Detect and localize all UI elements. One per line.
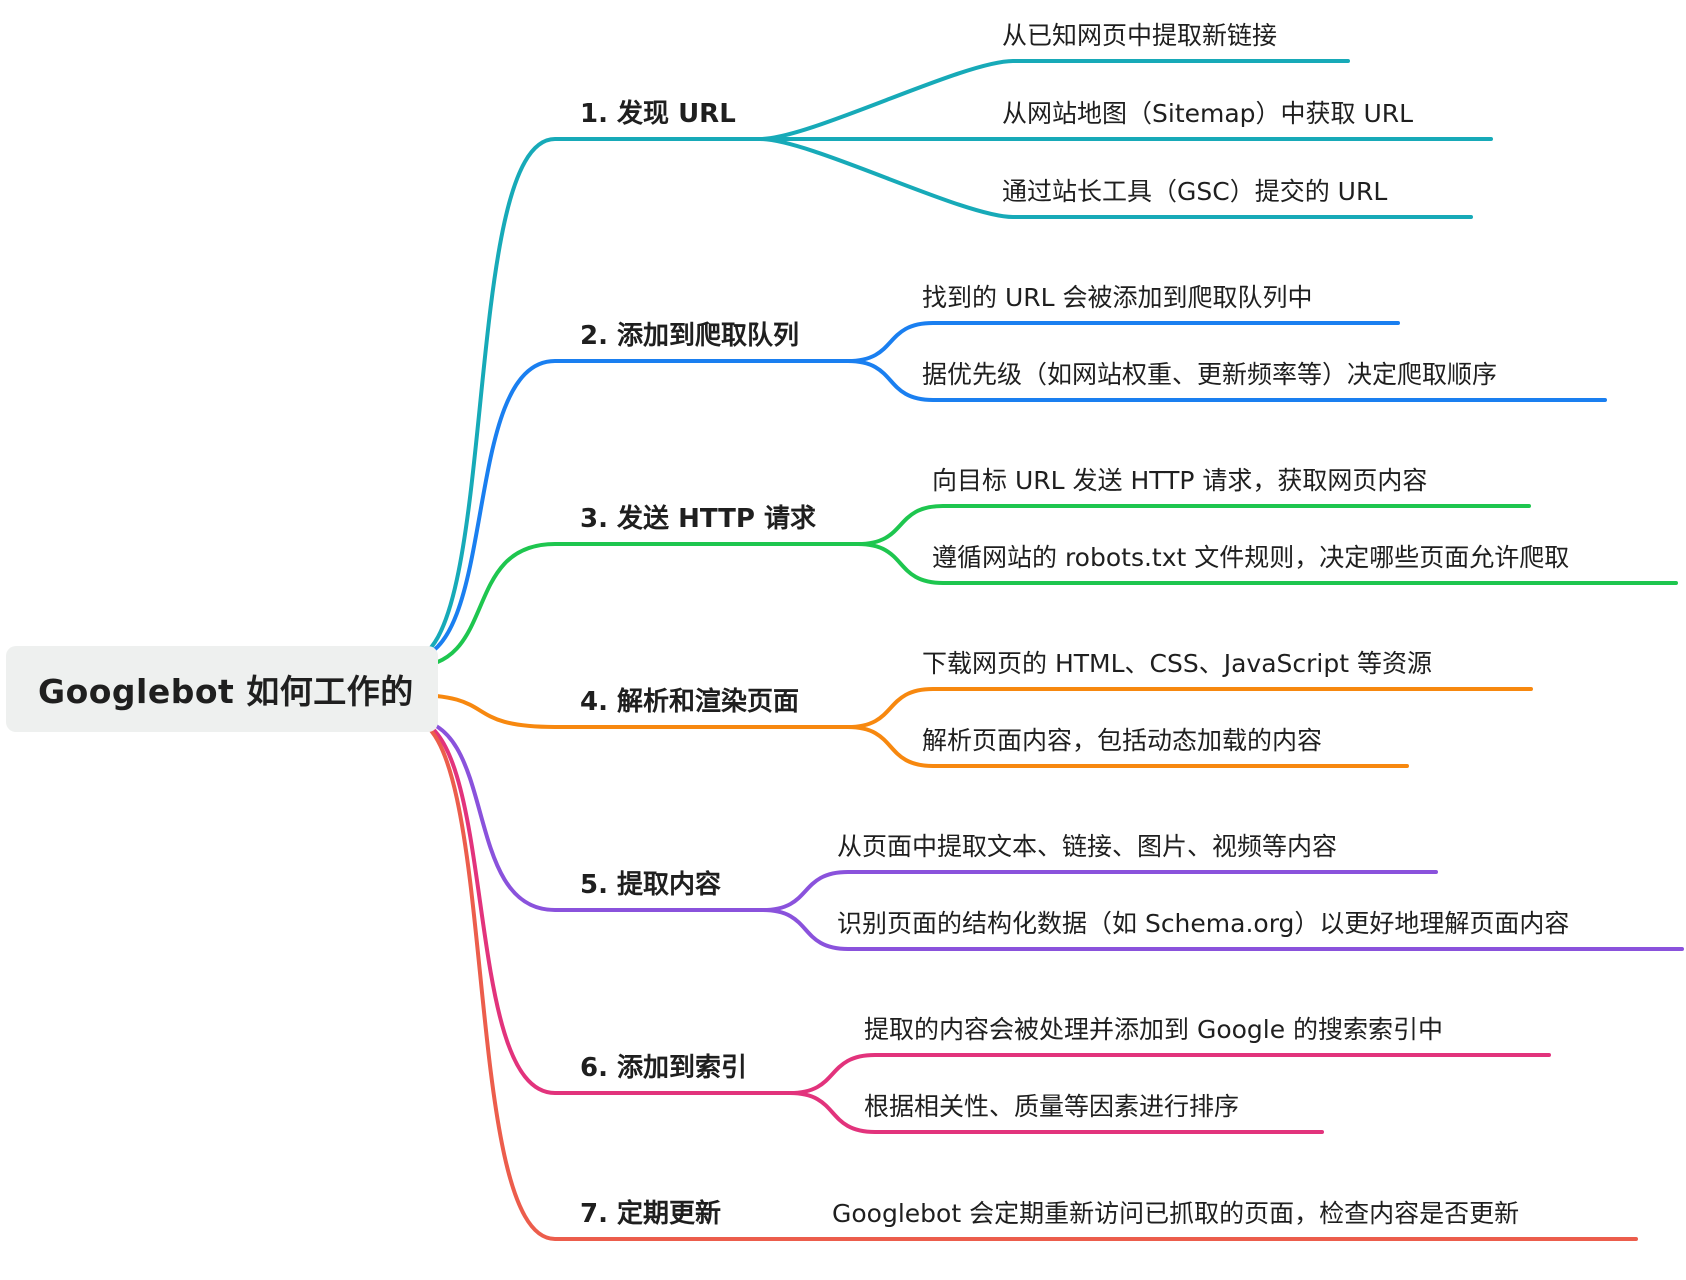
leaf-label-1-3[interactable]: 通过站长工具（GSC）提交的 URL bbox=[1002, 177, 1388, 206]
branch-label-3[interactable]: 3. 发送 HTTP 请求 bbox=[580, 504, 817, 534]
leaf-label-2-2[interactable]: 据优先级（如网站权重、更新频率等）决定爬取顺序 bbox=[922, 360, 1498, 389]
leaf-label-2-1[interactable]: 找到的 URL 会被添加到爬取队列中 bbox=[922, 283, 1313, 312]
leaf-label-3-1[interactable]: 向目标 URL 发送 HTTP 请求，获取网页内容 bbox=[932, 466, 1428, 495]
branch-label-4[interactable]: 4. 解析和渲染页面 bbox=[580, 687, 800, 717]
branch-label-6[interactable]: 6. 添加到索引 bbox=[580, 1053, 748, 1083]
leaf-label-5-2[interactable]: 识别页面的结构化数据（如 Schema.org）以更好地理解页面内容 bbox=[837, 909, 1570, 938]
connector-branch-1-leaf-3 bbox=[758, 137, 1473, 219]
connector-root-branch-7 bbox=[408, 717, 850, 1241]
branch-label-1[interactable]: 1. 发现 URL bbox=[580, 99, 736, 129]
connector-root-branch-5 bbox=[408, 717, 765, 912]
connector-branch-2-leaf-2 bbox=[846, 359, 1607, 402]
connector-root-branch-6 bbox=[408, 717, 792, 1095]
connector-branch-6-leaf-2 bbox=[788, 1091, 1324, 1134]
branch-label-5[interactable]: 5. 提取内容 bbox=[580, 870, 722, 900]
connector-branch-2-leaf-1 bbox=[846, 321, 1400, 363]
leaf-label-6-2[interactable]: 根据相关性、质量等因素进行排序 bbox=[864, 1092, 1240, 1121]
connector-branch-1-leaf-1 bbox=[758, 59, 1350, 141]
leaf-label-5-1[interactable]: 从页面中提取文本、链接、图片、视频等内容 bbox=[837, 832, 1338, 861]
leaf-label-7-1[interactable]: Googlebot 会定期重新访问已抓取的页面，检查内容是否更新 bbox=[832, 1199, 1520, 1228]
root-label: Googlebot 如何工作的 bbox=[38, 672, 414, 711]
connector-root-branch-3 bbox=[408, 542, 860, 670]
connector-branch-5-leaf-2 bbox=[761, 908, 1684, 951]
branch-label-7[interactable]: 7. 定期更新 bbox=[580, 1199, 722, 1229]
connector-branch-5-leaf-1 bbox=[761, 870, 1438, 912]
leaf-label-6-1[interactable]: 提取的内容会被处理并添加到 Google 的搜索索引中 bbox=[864, 1015, 1444, 1044]
connector-root-branch-1 bbox=[408, 137, 762, 661]
branch-label-2[interactable]: 2. 添加到爬取队列 bbox=[580, 321, 800, 351]
connector-branch-4-leaf-2 bbox=[846, 725, 1409, 768]
root-node[interactable]: Googlebot 如何工作的 bbox=[6, 646, 438, 732]
leaf-label-1-1[interactable]: 从已知网页中提取新链接 bbox=[1002, 21, 1278, 50]
connector-branch-3-leaf-1 bbox=[856, 504, 1531, 546]
leaf-label-4-2[interactable]: 解析页面内容，包括动态加载的内容 bbox=[922, 726, 1323, 755]
leaf-label-1-2[interactable]: 从网站地图（Sitemap）中获取 URL bbox=[1002, 99, 1414, 128]
leaf-label-4-1[interactable]: 下载网页的 HTML、CSS、JavaScript 等资源 bbox=[922, 649, 1432, 678]
connector-branch-6-leaf-1 bbox=[788, 1053, 1551, 1095]
connector-root-branch-2 bbox=[408, 359, 850, 661]
connector-branch-3-leaf-2 bbox=[856, 542, 1678, 585]
leaf-label-3-2[interactable]: 遵循网站的 robots.txt 文件规则，决定哪些页面允许爬取 bbox=[932, 543, 1570, 572]
connector-branch-4-leaf-1 bbox=[846, 687, 1533, 729]
connector-root-branch-4 bbox=[408, 692, 850, 729]
